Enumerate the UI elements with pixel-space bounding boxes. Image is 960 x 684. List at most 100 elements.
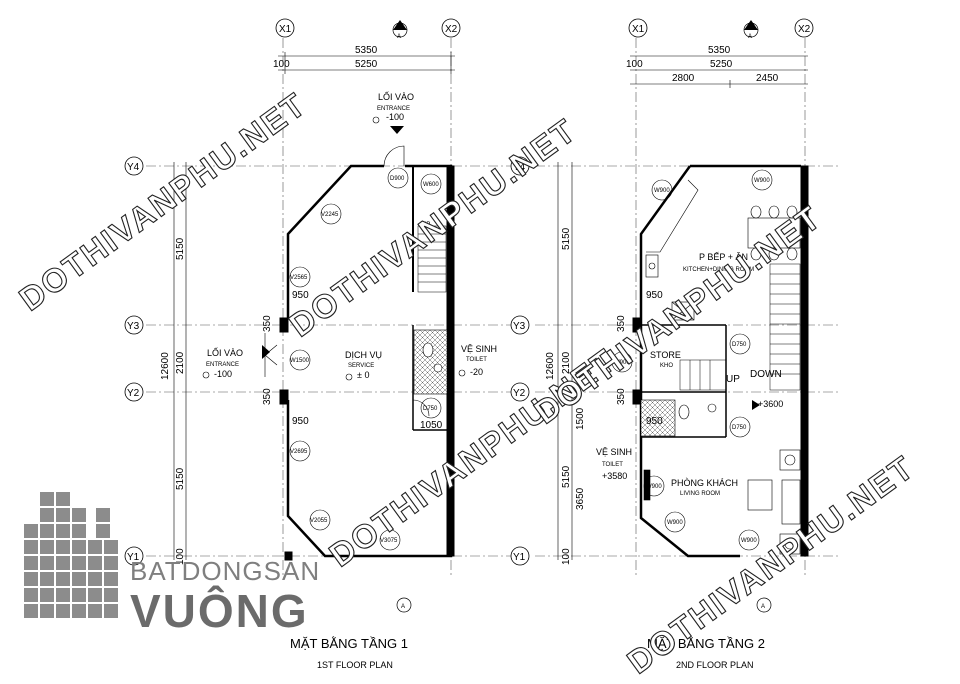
- dim2-side-total: 12600: [545, 352, 556, 380]
- dim2-left-span: 2800: [672, 73, 695, 84]
- top-dimensions-2: 5350 100 5250 2800 2450: [626, 45, 808, 88]
- walls: [279, 164, 455, 561]
- dim2-side-a: 5150: [561, 227, 572, 250]
- grid-bubble-y4: [124, 156, 144, 176]
- inner-dims-2: 950 950 UP DOWN: [646, 290, 782, 427]
- dim-offset: 100: [273, 59, 290, 70]
- grid2-label-y4: Y4: [513, 162, 526, 173]
- dim-1050: 1050: [420, 420, 443, 431]
- plan-2nd-floor: X1 X2 Y4 Y3 Y2 Y1 5350 100 5250 2800 245…: [510, 18, 840, 670]
- room-toilet-name: VỆ SINH: [461, 344, 497, 354]
- grid2-label-x1: X1: [632, 24, 645, 35]
- dim2-right-span: 2450: [756, 73, 779, 84]
- entrance-arrow-top: [390, 126, 404, 134]
- plan-title-1: MẶT BẰNG TẦNG 1: [290, 636, 408, 651]
- room-entrance-top-sub: ENTRANCE: [377, 106, 410, 112]
- logo-line1: BATDONGSAN: [130, 556, 320, 586]
- batdongsan-logo: BATDONGSAN VUÔNG: [24, 492, 320, 637]
- dim2-950-top: 950: [646, 290, 663, 301]
- level-markers-1: [202, 116, 466, 381]
- room-entrance-top-level: -100: [386, 112, 404, 122]
- side-dimensions: 5150 350 2100 350 5150 100 12600: [160, 162, 273, 565]
- watermark-1: DOTHIVANPHU.NET: [12, 85, 313, 318]
- logo-line2: VUÔNG: [130, 585, 309, 637]
- dim2-side-b: 350: [616, 315, 627, 332]
- room-store-sub: KHO: [660, 363, 673, 369]
- room-living-sub: LIVING ROOM: [680, 491, 720, 497]
- room-toilet2-name: VỆ SINH: [596, 447, 632, 457]
- tag2-w900-d: W900: [646, 484, 662, 490]
- tag2-w900-f: W900: [741, 538, 757, 544]
- grid2-label-y1: Y1: [513, 552, 526, 563]
- dim2-side-c: 2100: [561, 351, 572, 374]
- living-furniture: [643, 449, 801, 555]
- plan-subtitle-2: 2ND FLOOR PLAN: [676, 660, 754, 670]
- element-tags-1: D900 W600 V2245 V2565 W1500 D750 V2695 V…: [289, 167, 442, 551]
- side-dimensions-2: 5150 350 2100 350 1500 5150 3650 100 126…: [545, 162, 627, 565]
- room-service-name: DỊCH VỤ: [345, 350, 382, 360]
- room-kitchen-name: P BẾP + ĂN: [699, 252, 748, 262]
- grid2-label-x2: X2: [798, 24, 811, 35]
- tag-v2565: V2565: [290, 275, 308, 281]
- tag-w600: W600: [423, 182, 439, 188]
- grid-label-x2: X2: [445, 24, 458, 35]
- room-living-name: PHÒNG KHÁCH: [671, 478, 738, 488]
- watermark-4: DOTHIVANPHU.NET: [527, 198, 828, 431]
- tag-w1500: W1500: [290, 358, 310, 364]
- dim2-side-e: 1500: [575, 407, 586, 430]
- dim2-side-g: 3650: [575, 487, 586, 510]
- tag-v2055: V2055: [310, 518, 328, 524]
- dim-side-f: 100: [175, 548, 186, 565]
- dim2-total-width: 5350: [708, 45, 731, 56]
- logo-blocks-icon: [24, 492, 118, 618]
- grid-label-x1: X1: [279, 24, 292, 35]
- plan-title-2: MẶT BẰNG TẦNG 2: [647, 636, 765, 651]
- room-labels-1: LỐI VÀO ENTRANCE -100 LỐI VÀO ENTRANCE -…: [206, 91, 497, 380]
- grid2-label-y2: Y2: [513, 388, 526, 399]
- room-toilet-sub: TOILET: [466, 357, 487, 363]
- dim-side-d: 350: [262, 388, 273, 405]
- section-label-top: A: [397, 34, 401, 40]
- stair-up-2: UP: [726, 374, 740, 385]
- level-mark-2: +3600: [758, 399, 783, 409]
- dim2-inner-width: 5250: [710, 59, 733, 70]
- grid-bubble-x1: [275, 18, 295, 38]
- section2-label-bottom: A: [761, 604, 765, 610]
- dim2-side-h: 100: [561, 548, 572, 565]
- dim-side-b: 350: [262, 315, 273, 332]
- inner-dims-1: 950 950 1050: [292, 290, 443, 431]
- dim-950-bottom: 950: [292, 416, 309, 427]
- room-toilet-level: -20: [470, 367, 483, 377]
- element-tags-2: W900 W900 W900 W900 W900 W900 D750 D750: [611, 169, 773, 551]
- room-entrance-left-name: LỐI VÀO: [207, 347, 243, 358]
- room-labels-2: P BẾP + ĂN KITCHEN+DINING ROOM STORE KHO…: [596, 252, 783, 497]
- dim2-side-d: 350: [616, 388, 627, 405]
- dim-side-a: 5150: [175, 237, 186, 260]
- room-entrance-left-sub: ENTRANCE: [206, 362, 239, 368]
- grid2-label-y3: Y3: [513, 321, 526, 332]
- tag-v2245: V2245: [321, 212, 339, 218]
- stair-arrow: [752, 400, 760, 410]
- dim-side-total: 12600: [160, 352, 171, 380]
- stair-down-2: DOWN: [750, 369, 782, 380]
- grid-bubble-y3: [124, 315, 144, 335]
- tag-d900: D900: [390, 176, 405, 182]
- grid-bubble-y1: [124, 546, 144, 566]
- grid-label-y4: Y4: [127, 162, 140, 173]
- toilet-2: [640, 399, 717, 437]
- dim-inner-width: 5250: [355, 59, 378, 70]
- tag-v3075: V3075: [380, 538, 398, 544]
- dim2-950-bottom: 950: [646, 416, 663, 427]
- tag-d750: D750: [423, 406, 438, 412]
- dim-950-top: 950: [292, 290, 309, 301]
- dim2-side-f: 5150: [561, 465, 572, 488]
- grid-label-y2: Y2: [127, 388, 140, 399]
- section-mark-1: A A: [392, 20, 412, 613]
- section-mark-2: A A: [743, 20, 772, 613]
- room-toilet2-level: +3580: [602, 471, 627, 481]
- grid-bubble-y2: [124, 382, 144, 402]
- plan-1st-floor: X1 X2 Y4 Y3 Y2 Y1 5350 100 5250: [124, 18, 520, 670]
- tag2-d750-a: D750: [732, 342, 747, 348]
- dim-side-c: 2100: [175, 351, 186, 374]
